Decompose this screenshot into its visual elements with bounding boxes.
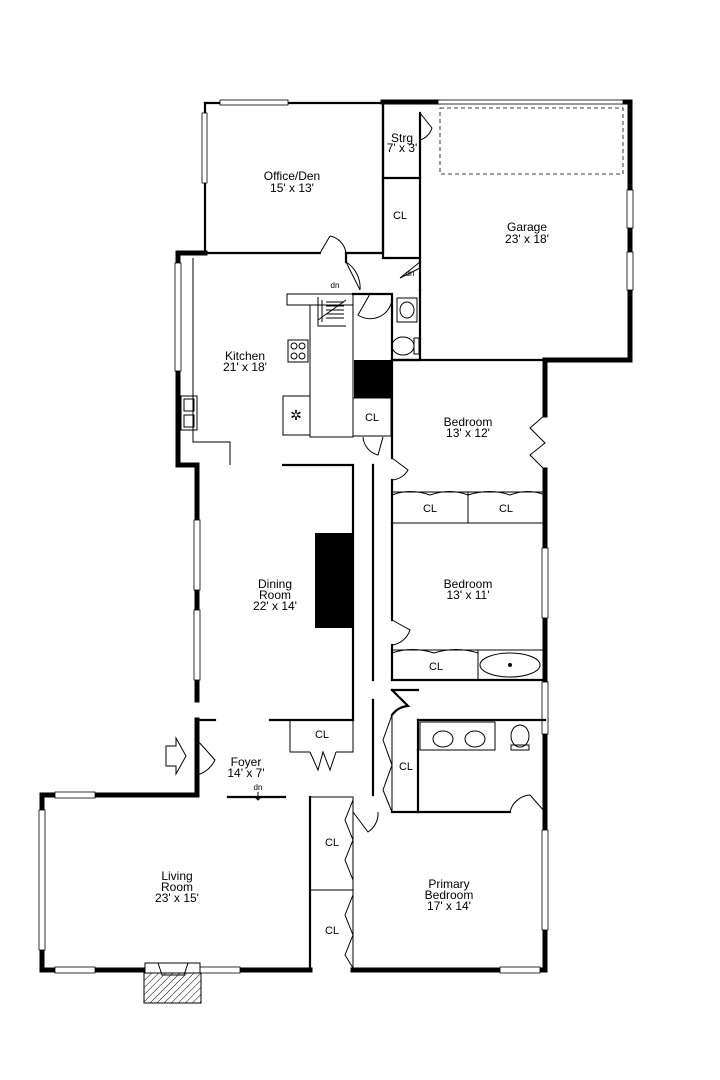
kitchen-room: ✲ dn [174, 250, 422, 468]
entry-arrow-icon [165, 736, 187, 776]
living-name-1: Living [161, 869, 192, 883]
closet-door[interactable] [344, 799, 354, 881]
closet-label: CL [429, 661, 443, 673]
closet-door[interactable] [362, 436, 384, 456]
dining-name-2: Room [259, 588, 291, 602]
closet-door[interactable] [309, 750, 337, 772]
primary-size: 17' x 14' [427, 899, 471, 913]
foyer-size: 14' x 7' [227, 766, 264, 780]
window [174, 262, 182, 372]
garage-name: Garage [507, 220, 547, 234]
dining-size: 22' x 14' [253, 599, 297, 613]
closet-label: CL [423, 503, 437, 515]
sink-icon [396, 297, 418, 323]
stairs-label: dn [331, 281, 340, 290]
window [54, 966, 96, 974]
bedroom2-size: 13' x 11' [446, 588, 489, 602]
window [626, 189, 634, 229]
window [499, 966, 541, 974]
window [219, 99, 289, 106]
living-size: 23' x 15' [155, 891, 199, 905]
bath-door[interactable] [509, 794, 546, 813]
window [199, 966, 241, 974]
primary-name-2: Bedroom [425, 888, 474, 902]
stairs-label: dn [406, 269, 415, 278]
bedroom-door[interactable] [391, 619, 411, 646]
window [541, 681, 549, 735]
foyer-room: dn [165, 717, 287, 801]
foyer-name: Foyer [231, 755, 262, 769]
garage-entry-door[interactable] [399, 261, 421, 279]
kitchen-size: 21' x 18' [223, 360, 267, 374]
hall-bath [390, 688, 547, 752]
office-size: 15' x 13' [270, 181, 314, 195]
bedroom-2: CL [390, 467, 549, 753]
bifold-door[interactable] [529, 414, 546, 471]
window [201, 112, 208, 184]
bedroom1-name: Bedroom [444, 415, 493, 429]
window [54, 791, 96, 799]
window [193, 519, 201, 591]
bathtub-icon [477, 649, 546, 681]
closet-door[interactable] [382, 714, 393, 813]
bedroom2-name: Bedroom [444, 577, 493, 591]
garage-door-opening [437, 99, 624, 105]
closet-label: CL [393, 210, 407, 222]
storage-size: 7' x 3' [387, 141, 418, 155]
pantry-door[interactable] [345, 261, 361, 291]
closet-label: CL [315, 729, 329, 741]
sink-icon [419, 721, 496, 751]
window [541, 829, 549, 931]
bedroom-door[interactable] [391, 457, 409, 481]
closet-door[interactable] [344, 894, 354, 969]
room-labels: Office/Den 15' x 13' Strg 7' x 3' Garage… [155, 131, 549, 913]
toilet-icon [510, 724, 530, 751]
window [541, 547, 549, 619]
closet-label: CL [499, 503, 513, 515]
living-name-2: Room [161, 880, 193, 894]
storage-door[interactable] [419, 112, 433, 141]
chimney [354, 360, 392, 398]
kitchen-name: Kitchen [225, 349, 265, 363]
office-name: Office/Den [264, 169, 320, 183]
window [38, 809, 46, 951]
living-closets: CL CL [310, 796, 354, 970]
svg-text:✲: ✲ [290, 407, 302, 423]
window [193, 609, 201, 681]
half-bath [351, 292, 420, 362]
bedroom-door[interactable] [352, 811, 379, 833]
garage-overhead-door [439, 107, 624, 175]
bath-door[interactable] [357, 293, 393, 320]
toilet-icon [391, 336, 420, 356]
closet-label: CL [325, 925, 339, 937]
primary-name-1: Primary [428, 877, 469, 891]
front-door[interactable] [196, 739, 216, 776]
fireplace-wall [315, 533, 353, 628]
closet-label: CL [325, 837, 339, 849]
refrigerator-icon [282, 395, 311, 436]
garage-room [380, 99, 634, 418]
closet-label: CL [365, 412, 379, 424]
stairs-down: dn [317, 281, 347, 327]
stove-icon [287, 339, 309, 363]
dining-room: CL [193, 462, 355, 772]
living-room [38, 791, 313, 1004]
garage-size: 23' x 18' [505, 232, 549, 246]
window [626, 251, 634, 291]
bedroom-1: CL CL [390, 358, 547, 525]
office-door[interactable] [319, 235, 347, 254]
sink-icon [180, 395, 198, 431]
dining-name-1: Dining [258, 577, 292, 591]
primary-bedroom: CL [350, 714, 549, 974]
fireplace-icon [143, 962, 202, 1004]
bedroom1-size: 13' x 12' [446, 426, 490, 440]
closet-label: CL [399, 761, 413, 773]
stairs-label: dn [254, 783, 263, 792]
storage-name: Strg [391, 131, 413, 145]
